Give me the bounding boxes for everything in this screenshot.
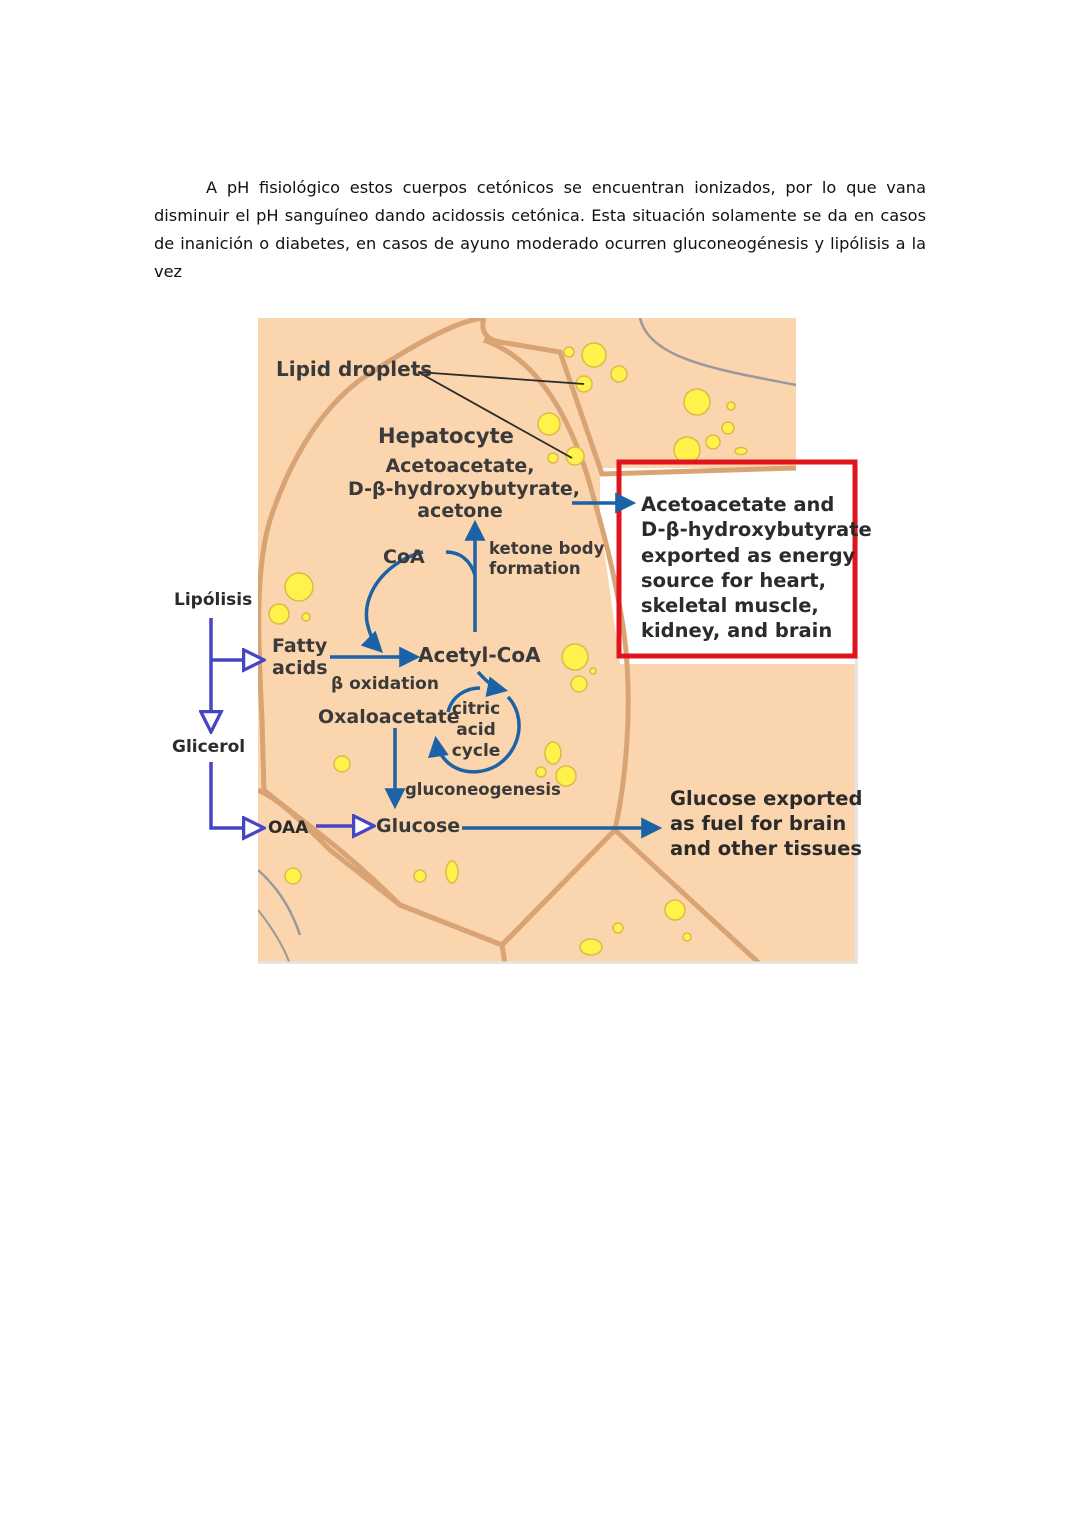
coa-label: CoA <box>383 546 425 568</box>
citric-label-2: acid <box>456 720 496 740</box>
export-label-5: skeletal muscle, <box>641 594 819 617</box>
citric-label-1: citric <box>452 699 500 719</box>
lipid-droplets-label: Lipid droplets <box>276 357 432 381</box>
lipid-droplet-icons <box>268 342 748 956</box>
ketones-label-1: Acetoacetate, <box>385 455 534 477</box>
coa-arc <box>445 550 477 576</box>
glicerol-label: Glicerol <box>172 737 245 757</box>
ketones-label-2: D-β-hydroxybutyrate, <box>348 478 580 500</box>
export-label-2: D-β-hydroxybutyrate <box>641 518 872 541</box>
ketone-formation-label-1: ketone body <box>489 539 605 558</box>
citric-label-3: cycle <box>452 741 501 761</box>
citric-cycle-arrow <box>427 695 521 774</box>
fatty-acids-label-2: acids <box>272 657 328 679</box>
glucose-export-label-3: and other tissues <box>670 837 862 860</box>
oaa-label: OAA <box>268 818 309 838</box>
coa-release-arrow <box>360 550 424 653</box>
fatty-acids-label-1: Fatty <box>272 635 328 657</box>
export-label-6: kidney, and brain <box>641 619 832 642</box>
ketone-formation-label-2: formation <box>489 559 581 578</box>
glucose-export-label-2: as fuel for brain <box>670 812 846 835</box>
hepatocyte-label: Hepatocyte <box>378 424 514 448</box>
pathway-arrows <box>330 492 663 839</box>
beta-oxidation-label: β oxidation <box>331 674 439 694</box>
lipid-droplets-pointer <box>417 371 585 459</box>
oxaloacetate-label: Oxaloacetate <box>318 706 460 728</box>
export-label-1: Acetoacetate and <box>641 493 834 516</box>
glicerol-to-oaa-arrow <box>209 762 262 828</box>
export-label-4: source for heart, <box>641 569 826 592</box>
lipolysis-arrows <box>211 618 372 828</box>
glucose-label: Glucose <box>376 815 460 837</box>
highlight-box <box>616 459 858 659</box>
ketones-label-3: acetone <box>417 500 503 522</box>
body-paragraph: A pH fisiológico estos cuerpos cetónicos… <box>154 178 926 281</box>
lipolisis-label: Lipólisis <box>174 590 252 610</box>
glucose-export-label-1: Glucose exported <box>670 787 862 810</box>
acetyl-coa-label: Acetyl-CoA <box>418 643 541 667</box>
export-label-3: exported as energy <box>641 544 856 567</box>
gluconeogenesis-label: gluconeogenesis <box>405 780 561 799</box>
